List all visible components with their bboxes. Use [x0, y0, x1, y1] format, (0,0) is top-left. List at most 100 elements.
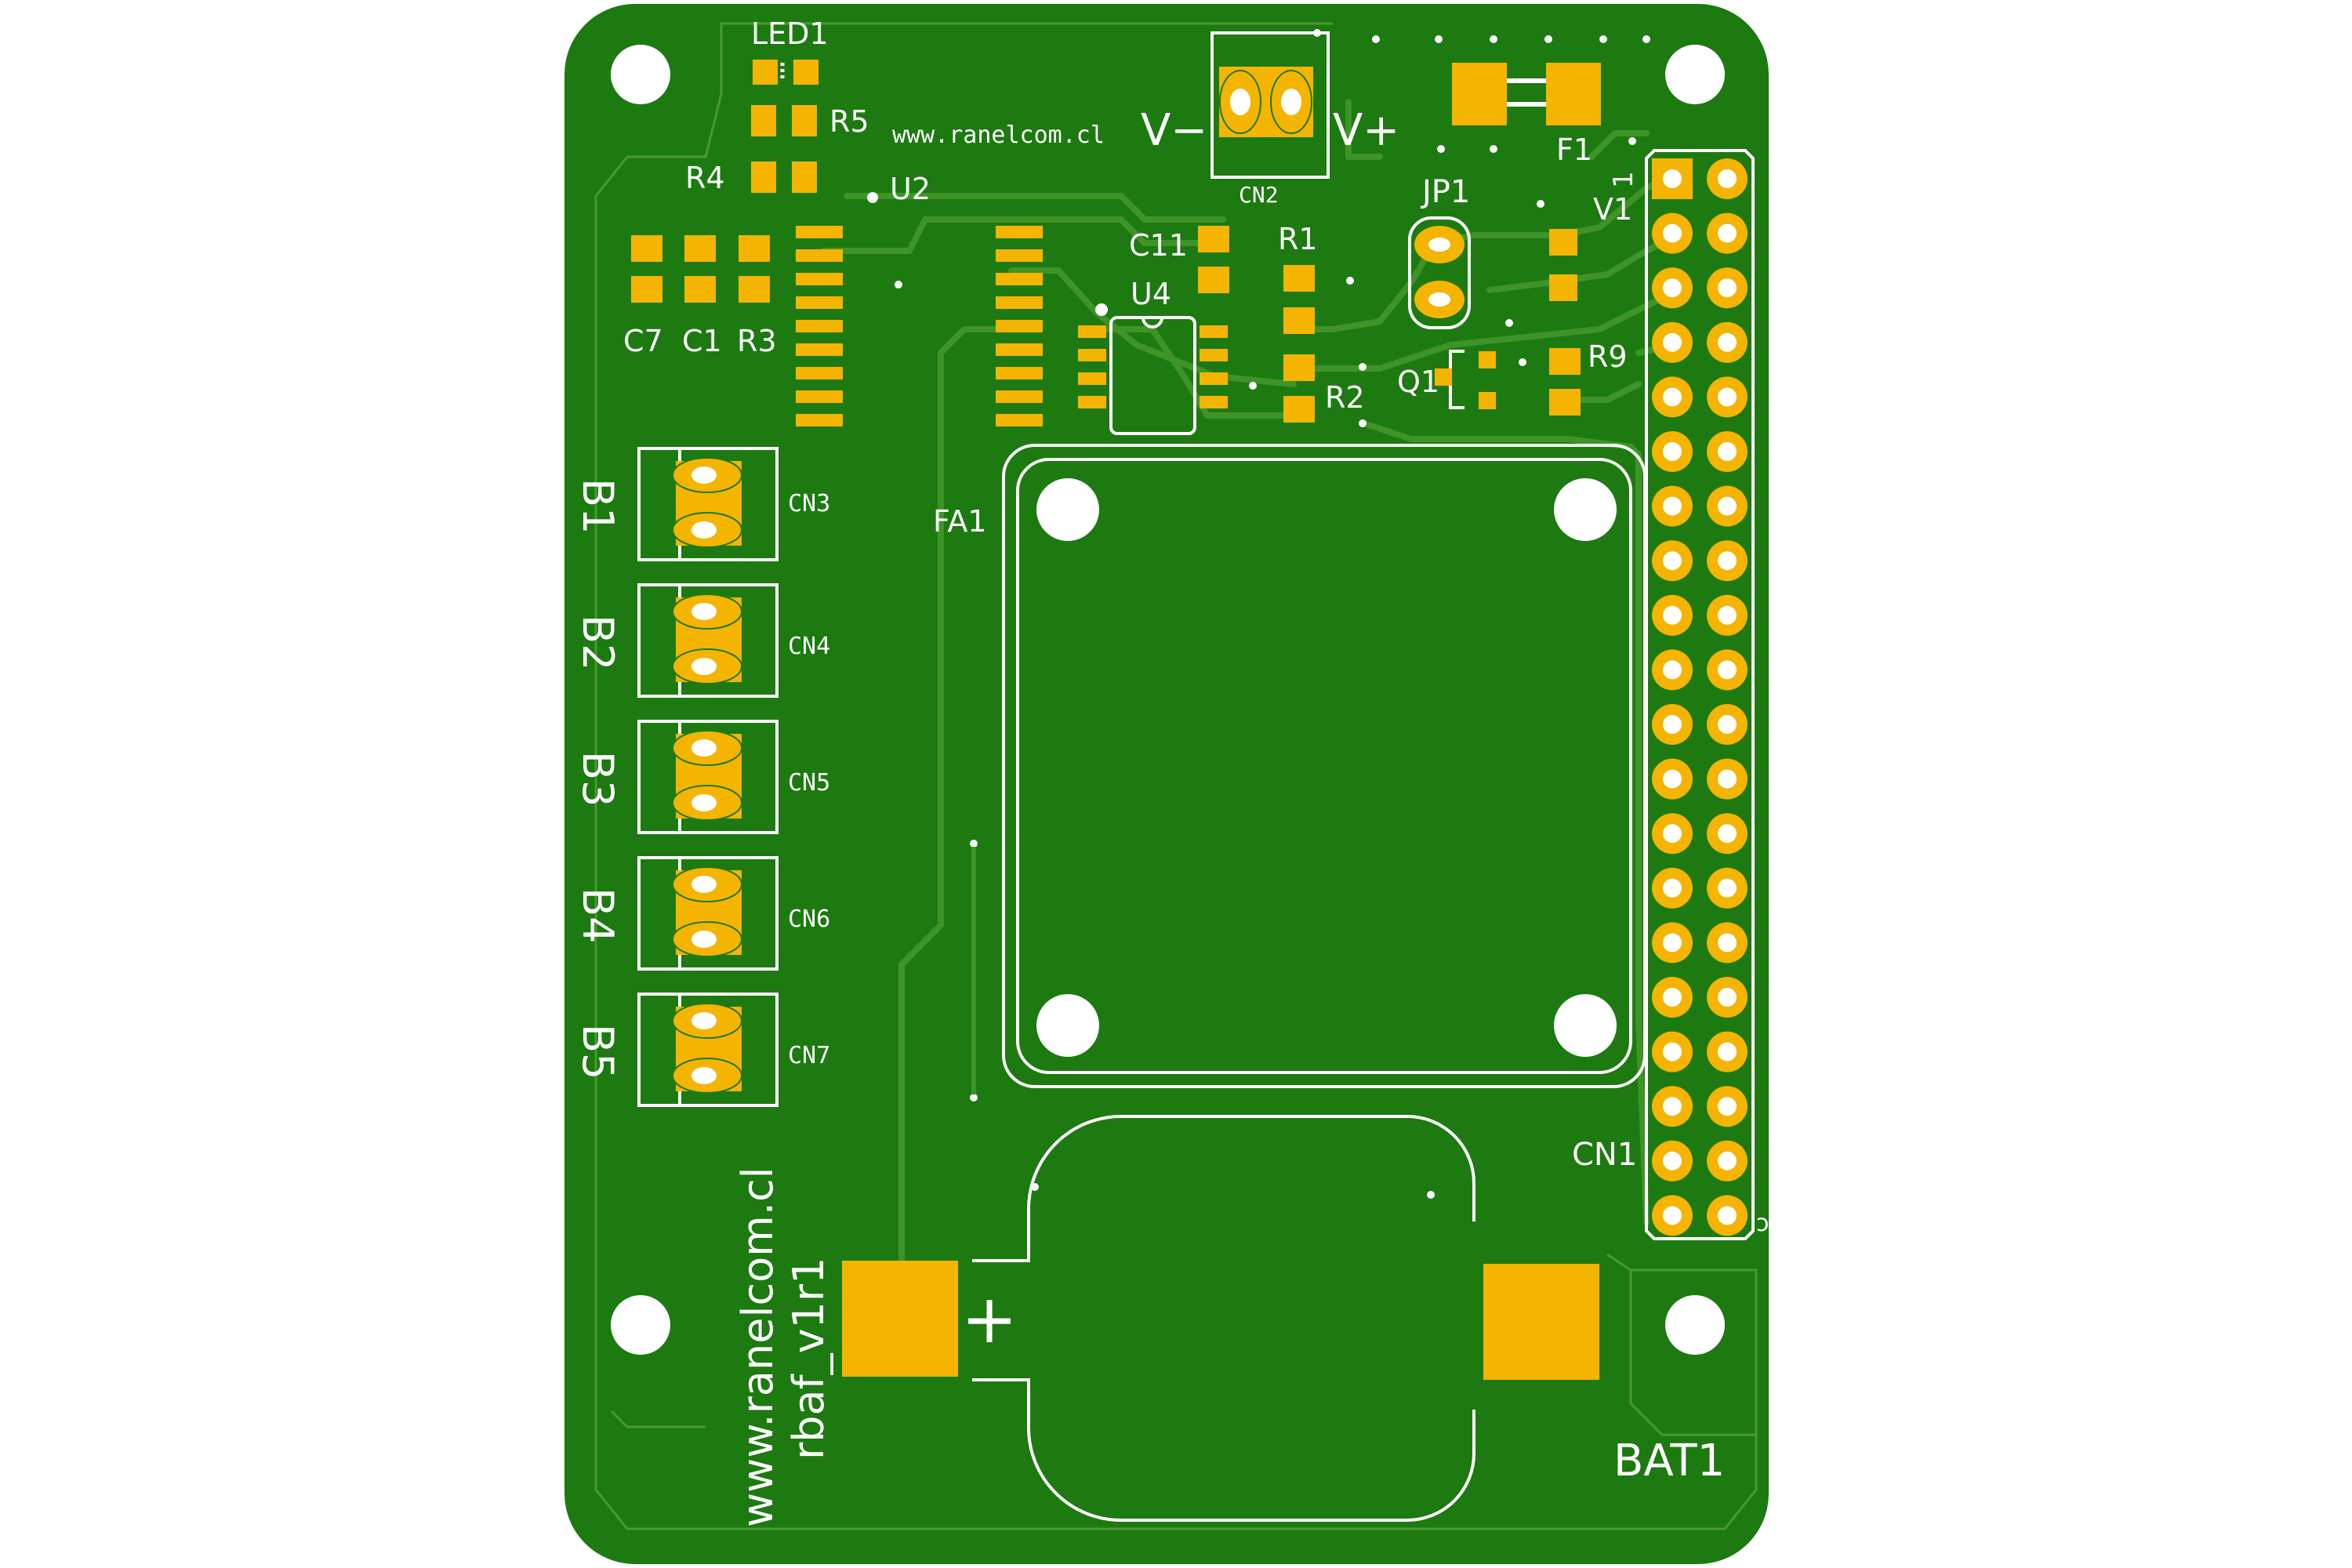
c1-ref: C1 — [682, 324, 722, 358]
copper-pour-outlines — [594, 22, 1758, 1530]
header-pin-hole — [1718, 715, 1737, 734]
header-pin-hole — [1663, 1097, 1682, 1116]
header-pin-hole — [1663, 660, 1682, 680]
header-corner-mark: ↄ — [1756, 1210, 1769, 1237]
header-pin-hole — [1718, 824, 1737, 844]
header-cn1: 1 CN1 ↄ — [1572, 137, 1769, 1240]
header-pin-hole — [1718, 1151, 1737, 1171]
mounting-hole — [611, 1295, 670, 1355]
header-pin-hole — [1718, 1097, 1737, 1116]
c7-c1-r3-footprints — [631, 235, 770, 303]
header-pin-hole — [1663, 715, 1682, 734]
header-pin-hole — [1718, 933, 1737, 953]
header-pin-hole — [1718, 1042, 1737, 1062]
r2-ref: R2 — [1325, 380, 1365, 415]
pin-one-label: 1 — [1608, 171, 1639, 188]
jp1-ref: JP1 — [1420, 174, 1470, 210]
r4-ref: R4 — [685, 161, 725, 195]
cn5-ref: CN5 — [788, 769, 830, 797]
header-pin-hole — [1663, 824, 1682, 844]
u2-footprint — [796, 226, 1043, 426]
header-pin-hole — [1663, 1042, 1682, 1062]
r9-footprint: R9 — [1505, 319, 1628, 416]
b1-label: B1 — [573, 478, 622, 534]
header-pin-hole — [1663, 551, 1682, 571]
c11-ref: C11 — [1129, 228, 1188, 263]
header-pin-hole — [1718, 387, 1737, 407]
terminal-blocks: CN3 B1 CN4 B2 CN5 B3 — [573, 447, 830, 1107]
cn7-ref: CN7 — [788, 1042, 830, 1069]
header-pin-hole — [1718, 278, 1737, 298]
header-pins — [1652, 158, 1748, 1236]
b5-label: B5 — [573, 1024, 622, 1080]
cn3-ref: CN3 — [788, 490, 830, 517]
cn4-ref: CN4 — [788, 633, 830, 660]
website-top-label: www.ranelcom.cl — [892, 122, 1105, 149]
terminal-block-cn6: CN6 B4 — [573, 856, 830, 971]
f1-fuse: F1 — [1372, 35, 1650, 167]
b3-label: B3 — [573, 751, 622, 807]
header-pin-hole — [1718, 442, 1737, 461]
header-pin-hole — [1718, 660, 1737, 680]
header-pin-hole — [1663, 387, 1682, 407]
jp1-jumper: JP1 — [1408, 174, 1471, 329]
header-pin-hole — [1663, 223, 1682, 243]
b4-label: B4 — [573, 887, 622, 943]
r5-footprint: R5 — [751, 104, 869, 139]
mounting-hole — [1665, 1295, 1725, 1355]
r5-ref: R5 — [829, 104, 869, 139]
header-pin-hole — [1663, 933, 1682, 953]
mounting-holes — [611, 45, 1725, 1355]
header-pin-hole — [1663, 496, 1682, 516]
header-pin-hole — [1663, 442, 1682, 461]
header-pin-hole — [1718, 878, 1737, 898]
header-pin-hole — [1718, 769, 1737, 789]
header-pin-hole — [1663, 169, 1682, 188]
led1-ref: LED1 — [751, 16, 829, 51]
header-pin-hole — [1718, 332, 1737, 352]
v1-footprint: V1 — [1537, 192, 1632, 301]
q1-ref: Q1 — [1397, 365, 1439, 399]
header-pin-hole — [1718, 169, 1737, 188]
bat1-holder: + BAT1 — [842, 1115, 1725, 1522]
c11-footprint: C11 — [1129, 226, 1229, 293]
header-pin-hole — [1663, 1151, 1682, 1171]
website-side-label: www.ranelcom.cl — [733, 1167, 782, 1527]
header-pin-hole — [1718, 551, 1737, 571]
terminal-block-cn5: CN5 B3 — [573, 720, 830, 834]
header-pin-hole — [1663, 878, 1682, 898]
q1-transistor: Q1 — [1397, 350, 1526, 409]
terminal-block-cn3: CN3 B1 — [573, 447, 830, 561]
r3-ref: R3 — [737, 324, 777, 358]
r1-footprint: R1 — [1278, 222, 1354, 334]
header-pin-hole — [1663, 278, 1682, 298]
bat1-ref: BAT1 — [1613, 1436, 1725, 1486]
v1-ref: V1 — [1593, 192, 1632, 227]
header-pin-hole — [1663, 988, 1682, 1007]
board-substrate — [564, 4, 1769, 1564]
terminal-block-cn7: CN7 B5 — [573, 993, 830, 1107]
u2-ref: U2 — [890, 172, 931, 206]
cn2-power-connector: V− V+ CN2 — [1141, 29, 1399, 208]
mounting-hole — [611, 45, 670, 104]
r4-footprint: R4 — [685, 161, 817, 195]
r1-ref: R1 — [1278, 222, 1318, 256]
cn2-ref: CN2 — [1239, 182, 1279, 208]
f1-ref: F1 — [1556, 132, 1592, 167]
header-pin-hole — [1718, 605, 1737, 625]
header-pin-hole — [1718, 1206, 1737, 1225]
header-pin-hole — [1663, 1206, 1682, 1225]
header-pin-hole — [1718, 223, 1737, 243]
header-pin-hole — [1718, 496, 1737, 516]
header-pin-hole — [1663, 769, 1682, 789]
cn6-ref: CN6 — [788, 906, 830, 933]
fa1-ref: FA1 — [933, 504, 987, 539]
header-pin-hole — [1663, 332, 1682, 352]
b2-label: B2 — [573, 615, 622, 670]
v-plus-label: V+ — [1333, 105, 1399, 156]
terminal-block-cn4: CN4 B2 — [573, 583, 830, 698]
led1-footprint: LED1 — [751, 16, 829, 85]
mounting-hole — [1665, 45, 1725, 104]
header-pin-hole — [1663, 605, 1682, 625]
